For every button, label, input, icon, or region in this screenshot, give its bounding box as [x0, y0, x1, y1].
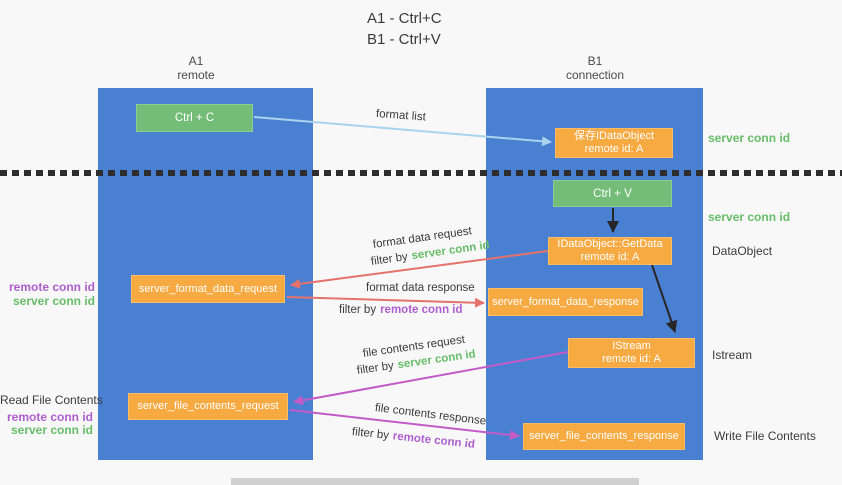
node-file-response-label: server_file_contents_response [529, 430, 679, 442]
node-ctrl-v-label: Ctrl + V [593, 187, 632, 200]
node-save-idataobject: 保存IDataObject remote id: A [555, 128, 673, 158]
label-server-conn-id-mid: server conn id [708, 210, 791, 224]
label-remote-conn-id-2: remote conn id [6, 410, 93, 424]
node-server-format-data-request: server_format_data_request [131, 275, 285, 303]
node-istream-line1: IStream [612, 340, 651, 352]
arrow-getdata-to-istream [651, 264, 678, 333]
machine-boundary-dotted-line [0, 170, 842, 176]
filter-value-remote-conn-id: remote conn id [380, 304, 463, 316]
node-server-file-contents-request: server_file_contents_request [128, 393, 288, 420]
column-b1-name: B1 [587, 54, 603, 68]
label-server-conn-id-1: server conn id [12, 293, 95, 308]
column-b1-subtitle: connection [565, 68, 625, 82]
node-save-idataobject-line2: remote id: A [584, 143, 644, 155]
title-line-2: B1 - Ctrl+V [367, 31, 441, 48]
node-server-format-data-response: server_format_data_response [488, 288, 643, 316]
node-server-file-contents-response: server_file_contents_response [523, 423, 685, 450]
node-file-request-label: server_file_contents_request [137, 400, 279, 412]
label-server-conn-id-top: server conn id [708, 131, 791, 145]
column-header-a1: A1 remote [146, 54, 246, 82]
label-remote-conn-id-1: remote conn id [8, 280, 95, 294]
diagram-title: A1 - Ctrl+C B1 - Ctrl+V [367, 8, 442, 50]
column-header-b1: B1 connection [545, 54, 645, 82]
node-ctrl-c: Ctrl + C [136, 104, 253, 132]
node-getdata-line1: IDataObject::GetData [557, 238, 663, 250]
column-a1-subtitle: remote [177, 68, 215, 82]
column-a1-name: A1 [188, 54, 204, 68]
node-ctrl-v: Ctrl + V [553, 180, 672, 207]
node-istream: IStream remote id: A [568, 338, 695, 368]
bottom-bar [231, 478, 639, 485]
node-format-request-label: server_format_data_request [138, 282, 278, 295]
arrow-format-list [253, 116, 552, 147]
label-dataobject: DataObject [712, 244, 773, 258]
node-getdata-line2: remote id: A [580, 251, 640, 263]
arrow-file-contents-response [289, 409, 520, 440]
filter-prefix: filter by [339, 304, 377, 316]
node-format-response-label: server_format_data_response [492, 295, 639, 308]
label-istream: Istream [712, 348, 753, 362]
label-read-file-contents: Read File Contents [0, 393, 103, 407]
node-istream-line2: remote id: A [602, 353, 661, 365]
node-idataobject-getdata: IDataObject::GetData remote id: A [548, 237, 672, 265]
node-ctrl-c-label: Ctrl + C [174, 112, 215, 124]
arrow-format-data-request [290, 250, 549, 289]
arrow-format-data-response [286, 296, 485, 308]
arrow-file-contents-request [293, 351, 569, 406]
arrow-label-format-data-response: format data response [366, 282, 475, 294]
label-group-conn-ids: remote conn id server conn id [0, 280, 95, 308]
title-line-1: A1 - Ctrl+C [367, 10, 442, 27]
label-server-conn-id-2: server conn id [10, 423, 93, 437]
label-write-file-contents: Write File Contents [714, 429, 816, 443]
node-save-idataobject-line1: 保存IDataObject [573, 130, 655, 142]
